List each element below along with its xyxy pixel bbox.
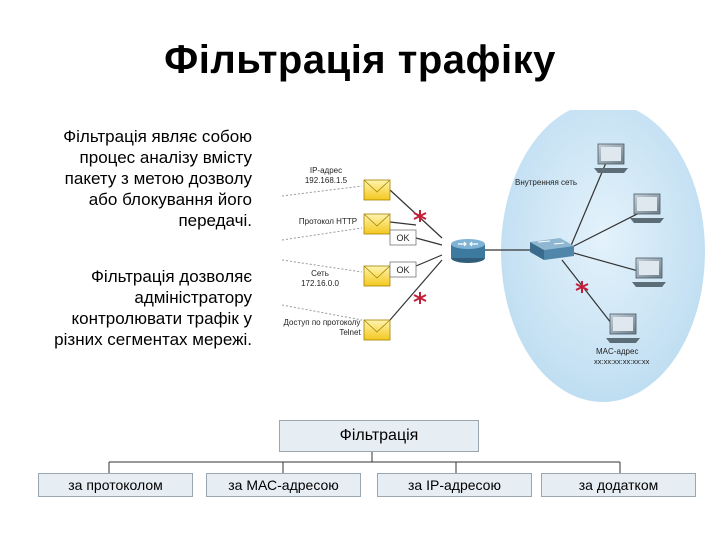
pc-4-icon — [606, 313, 640, 343]
http-protocol-label: Протокол HTTP — [299, 217, 357, 226]
description-paragraph-1: Фільтрація являє собою процес аналізу вм… — [47, 126, 252, 231]
envelope-ip — [363, 179, 391, 201]
leaf-by-protocol: за протоколом — [38, 473, 193, 497]
pc-1-icon — [594, 143, 628, 173]
ok-badge-1: OK — [389, 229, 417, 246]
ok-label-1: OK — [396, 233, 409, 243]
ip-address-label: IP-адрес — [310, 166, 342, 175]
description-text-1: являє собою процес аналізу вмісту пакету… — [64, 127, 252, 230]
mac-address-value: xx:xx:xx:xx:xx:xx — [594, 357, 650, 366]
blocked-mark-icon — [413, 210, 427, 222]
blocked-mark-icon — [413, 292, 427, 304]
tree-connector-lines — [108, 452, 621, 473]
telnet-label: Доступ по протоколу — [284, 318, 361, 327]
ip-address-value: 192.168.1.5 — [305, 176, 348, 185]
router-icon — [451, 239, 485, 263]
internal-network-label: Внутренняя сеть — [515, 178, 577, 187]
mac-address-label: MAC-адрес — [596, 347, 638, 356]
network-label: Сеть — [311, 269, 329, 278]
ok-label-2: OK — [396, 265, 409, 275]
filtering-root-node: Фільтрація — [279, 420, 479, 452]
page-title: Фільтрація трафіку — [164, 38, 556, 82]
network-value: 172.16.0.0 — [301, 279, 339, 288]
lan-cables — [561, 157, 646, 329]
description-text-2: дозволяє адміністратору контролювати тра… — [54, 267, 252, 349]
ok-badge-2: OK — [389, 261, 417, 278]
leaf-by-ip-address: за IP-адресою — [377, 473, 532, 497]
envelope-network — [363, 265, 391, 287]
network-diagram: IP-адрес 192.168.1.5 Протокол HTTP Сеть … — [281, 110, 705, 402]
pc-2-icon — [630, 193, 664, 223]
switch-icon — [530, 238, 574, 260]
envelope-http — [363, 213, 391, 235]
internal-network-zone — [501, 110, 705, 402]
leaf-by-mac-address: за МАС-адресою — [206, 473, 361, 497]
telnet-value: Telnet — [339, 328, 361, 337]
envelope-telnet — [363, 319, 391, 341]
pc-3-icon — [632, 257, 666, 287]
leaf-by-application: за додатком — [541, 473, 696, 497]
term-filtering: Фільтрація — [63, 127, 147, 146]
blocked-mark-icon — [575, 281, 589, 293]
description-paragraph-2: Фільтрація дозволяє адміністратору контр… — [37, 266, 252, 350]
term-filtering-2: Фільтрація — [91, 267, 175, 286]
